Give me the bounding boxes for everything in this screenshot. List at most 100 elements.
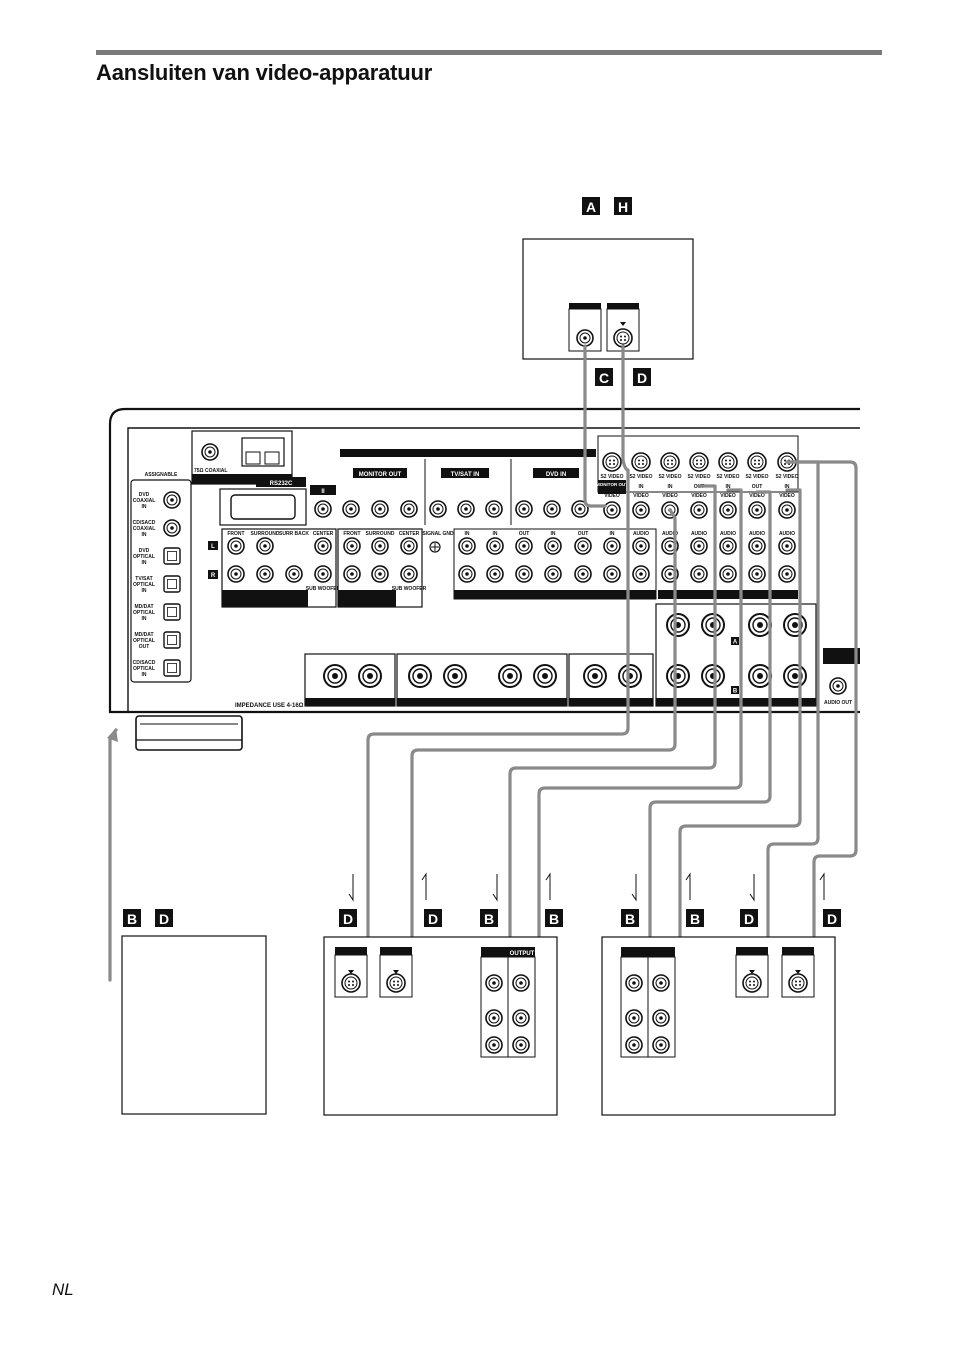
jack-video: VIDEO bbox=[749, 493, 765, 499]
marker-label: D bbox=[159, 911, 169, 927]
jack-audio: AUDIO bbox=[749, 531, 765, 537]
jack-video: VIDEO bbox=[662, 493, 678, 499]
input-label: OPTICAL bbox=[133, 554, 155, 560]
marker-label: D bbox=[343, 911, 353, 927]
jack-in: IN bbox=[610, 531, 615, 537]
jack-in: IN bbox=[668, 484, 673, 490]
input-label: COAXIAL bbox=[133, 498, 156, 504]
jack-audio: AUDIO bbox=[779, 531, 795, 537]
marker-c-label: C bbox=[599, 370, 609, 386]
input-cd-coaxial: CD/SACD COAXIAL IN bbox=[133, 519, 181, 538]
markers-left-device: B D bbox=[123, 909, 173, 927]
label: FRONT bbox=[227, 531, 244, 537]
label: CENTER bbox=[313, 531, 334, 537]
tvsat-in-group: TV/SAT IN bbox=[429, 468, 503, 518]
rs232c-label: RS232C bbox=[270, 481, 293, 487]
input-label: IN bbox=[142, 616, 147, 622]
input-mddat-optical-out: MD/DAT OPTICAL OUT bbox=[133, 631, 181, 650]
markers-middle-device: D D B B bbox=[339, 909, 563, 927]
marker-label: D bbox=[428, 911, 438, 927]
s2-label: S2 VIDEO bbox=[658, 474, 681, 480]
input-label: IN bbox=[142, 532, 147, 538]
s2-label: S2 VIDEO bbox=[775, 474, 798, 480]
label: SURROUND bbox=[251, 531, 280, 537]
output-label: OUTPUT bbox=[510, 951, 535, 957]
s2-label: S2 VIDEO bbox=[716, 474, 739, 480]
middle-device: OUTPUT bbox=[323, 936, 558, 1116]
preout-block-2: FRONT SURROUND CENTER SUB WOOFER bbox=[337, 528, 427, 608]
receiver: ASSIGNABLE DVD COAXIAL IN CD/SACD COAXIA… bbox=[108, 407, 860, 751]
assignable-label: ASSIGNABLE bbox=[145, 472, 178, 478]
input-label: OPTICAL bbox=[133, 666, 155, 672]
jack-video: VIDEO bbox=[720, 493, 736, 499]
page-title: Aansluiten van video-apparatuur bbox=[96, 60, 433, 85]
jack-audio: AUDIO bbox=[691, 531, 707, 537]
audio-out-label: AUDIO OUT bbox=[824, 700, 852, 706]
marker-h: H bbox=[614, 197, 632, 215]
sub-woofer-label: SUB WOOFER bbox=[392, 586, 427, 592]
input-label: DVD bbox=[139, 548, 150, 554]
marker-label: B bbox=[484, 911, 494, 927]
signal-arrows bbox=[348, 872, 825, 902]
marker-label: B bbox=[625, 911, 635, 927]
marker-label: D bbox=[827, 911, 837, 927]
jack-out: OUT bbox=[578, 531, 589, 537]
language-code: NL bbox=[52, 1280, 74, 1299]
input-label: DVD bbox=[139, 492, 150, 498]
letter-b: B bbox=[733, 689, 738, 695]
input-mddat-optical-in: MD/DAT OPTICAL IN bbox=[133, 603, 181, 622]
marker-label: B bbox=[549, 911, 559, 927]
input-label: MD/DAT bbox=[134, 632, 153, 638]
label: SURROUND bbox=[366, 531, 395, 537]
input-label: IN bbox=[142, 504, 147, 510]
left-device bbox=[121, 935, 267, 1115]
top-device bbox=[522, 238, 694, 360]
right-device bbox=[601, 936, 836, 1116]
s2-label: S2 VIDEO bbox=[600, 474, 623, 480]
input-label: IN bbox=[142, 672, 147, 678]
signal-gnd-label: SIGNAL GND bbox=[422, 531, 454, 537]
marker-d-top-label: D bbox=[637, 370, 647, 386]
monitor-out-small: MONITOR OUT bbox=[596, 482, 628, 487]
marker-label: B bbox=[127, 911, 137, 927]
marker-label: D bbox=[744, 911, 754, 927]
input-label: OPTICAL bbox=[133, 582, 155, 588]
input-tvsat-optical: TV/SAT OPTICAL IN bbox=[133, 575, 181, 594]
input-cd-optical: CD/SACD OPTICAL IN bbox=[133, 659, 181, 678]
input-label: CD/SACD bbox=[133, 660, 156, 666]
marker-label: B bbox=[690, 911, 700, 927]
speaker-terminals: A B IMPEDANCE USE 4-16Ω bbox=[235, 603, 817, 709]
marker-a: A bbox=[582, 197, 600, 215]
markers-right-device: B B D D bbox=[621, 909, 841, 927]
audio-jack-row: IN IN OUT IN OUT IN AUDIO bbox=[453, 528, 657, 600]
header-rule bbox=[96, 50, 882, 55]
jack-in: IN bbox=[493, 531, 498, 537]
marker-d-top: D bbox=[633, 368, 651, 386]
letter-a: A bbox=[733, 640, 738, 646]
dvd-in-group: DVD IN bbox=[515, 468, 589, 518]
jack-audio: AUDIO bbox=[633, 531, 649, 537]
input-label: COAXIAL bbox=[133, 526, 156, 532]
input-label: CD/SACD bbox=[133, 520, 156, 526]
s2-label: S2 VIDEO bbox=[687, 474, 710, 480]
preout-block-1: FRONT SURROUND SURR BACK CENTER SUB WOOF… bbox=[221, 528, 341, 608]
svideo-panel: S2 VIDEO S2 VIDEO S2 VIDEO S2 VIDEO S2 V… bbox=[596, 435, 799, 599]
jack-audio: AUDIO bbox=[662, 531, 678, 537]
label: SURR BACK bbox=[279, 531, 309, 537]
input-dvd-optical: DVD OPTICAL IN bbox=[133, 547, 181, 566]
jack-in: IN bbox=[726, 484, 731, 490]
jack-video: VIDEO bbox=[779, 493, 795, 499]
jack-video: VIDEO bbox=[604, 493, 620, 499]
monitor-out-label: MONITOR OUT bbox=[359, 472, 402, 478]
monitor-out-group: MONITOR OUT bbox=[342, 468, 418, 518]
jack-in: IN bbox=[785, 484, 790, 490]
rs232c-port: RS232C bbox=[219, 477, 307, 526]
input-label: MD/DAT bbox=[134, 604, 153, 610]
tvsat-in-label: TV/SAT IN bbox=[451, 472, 480, 478]
jack-out: OUT bbox=[519, 531, 530, 537]
marker-a-label: A bbox=[586, 199, 596, 215]
ii-label: II bbox=[321, 489, 325, 495]
s2-label: S2 VIDEO bbox=[745, 474, 768, 480]
coaxial-label: 75Ω COAXIAL bbox=[194, 468, 227, 474]
